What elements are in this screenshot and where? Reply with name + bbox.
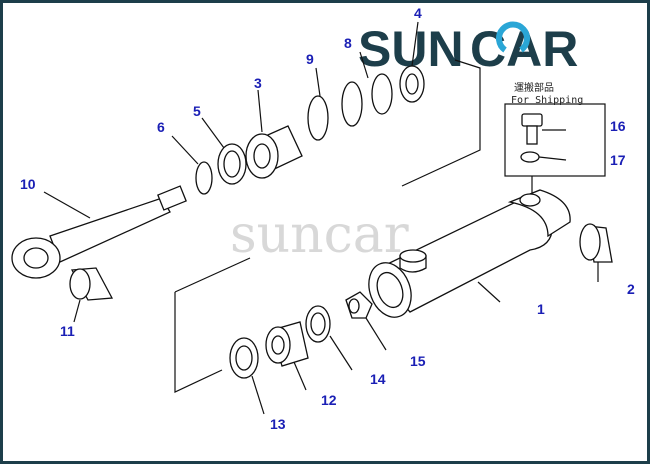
leader-12	[293, 361, 307, 391]
washer	[520, 151, 540, 163]
ring-14	[305, 305, 353, 371]
piston-bore	[253, 143, 271, 169]
piston-rod	[11, 185, 187, 279]
watermark: suncar	[230, 205, 409, 265]
callout-8: 8	[344, 35, 352, 51]
callout-12: 12	[321, 392, 337, 408]
callout-2: 2	[627, 281, 635, 297]
nut-15-bore	[348, 298, 360, 314]
section-line-lower	[174, 292, 223, 393]
brand-swoosh-icon	[496, 21, 530, 53]
seal-13	[229, 337, 265, 415]
rod-thread	[157, 185, 187, 211]
head-12	[265, 321, 309, 391]
callout-6: 6	[157, 119, 165, 135]
leader-8	[359, 51, 369, 79]
bolt-head	[521, 113, 543, 127]
leader-6	[171, 135, 199, 165]
leader-14	[329, 335, 353, 371]
section-line-lower-top	[174, 257, 251, 293]
leader-9	[315, 67, 321, 97]
callout-11: 11	[60, 323, 75, 339]
callout-5: 5	[193, 103, 201, 119]
ring-5	[201, 117, 247, 185]
piston	[245, 89, 303, 179]
leader-4	[411, 21, 419, 67]
bushing-right	[579, 223, 613, 282]
brand-logo: SUN CAR	[358, 21, 578, 77]
callout-15: 15	[410, 353, 426, 369]
callout-10: 10	[20, 176, 36, 192]
snap-ring-body	[195, 161, 213, 195]
head-12-bore	[271, 335, 285, 355]
nut-15	[345, 291, 387, 351]
bushing-left-face	[69, 268, 91, 300]
o-ring-9-a	[307, 95, 329, 141]
shipping-title-en: For Shipping	[511, 95, 583, 106]
cylinder-tube	[368, 189, 571, 318]
callout-3: 3	[254, 75, 262, 91]
leader-11	[73, 299, 81, 323]
callout-9: 9	[306, 51, 314, 67]
o-ring-8	[371, 73, 393, 115]
seal-13-inner	[235, 345, 253, 371]
tube-port-top	[399, 249, 427, 263]
rod-eye-bore	[23, 247, 49, 269]
shipping-title-jp: 運搬部品	[514, 81, 554, 94]
clevis-port	[519, 193, 541, 207]
ring-4-inner	[405, 73, 419, 95]
leader-1	[477, 281, 501, 303]
bolt-shank	[526, 125, 538, 145]
callout-13: 13	[270, 416, 286, 432]
callout-1: 1	[537, 301, 545, 317]
section-line-upper	[401, 59, 481, 187]
callout-17: 17	[610, 152, 626, 168]
ring-5-inner	[223, 150, 241, 178]
shipping-box-border	[504, 103, 606, 177]
leader-15	[365, 317, 387, 351]
leader-3	[257, 89, 263, 133]
leader-5	[201, 117, 225, 149]
leader-17	[538, 156, 567, 161]
bushing-left	[69, 267, 114, 323]
bushing-right-face	[579, 223, 601, 261]
snap-ring	[171, 135, 213, 195]
ring-4	[399, 21, 425, 103]
o-ring-9-b	[341, 81, 363, 127]
tube-bore	[376, 271, 404, 309]
ring-14-inner	[310, 312, 326, 336]
shipping-parts-box: 運搬部品 For Shipping	[504, 81, 606, 177]
rod-shaft	[49, 197, 171, 263]
leader-13	[251, 375, 265, 415]
callout-14: 14	[370, 371, 386, 387]
callout-16: 16	[610, 118, 626, 134]
callout-4: 4	[414, 5, 422, 21]
leader-10	[43, 191, 91, 219]
